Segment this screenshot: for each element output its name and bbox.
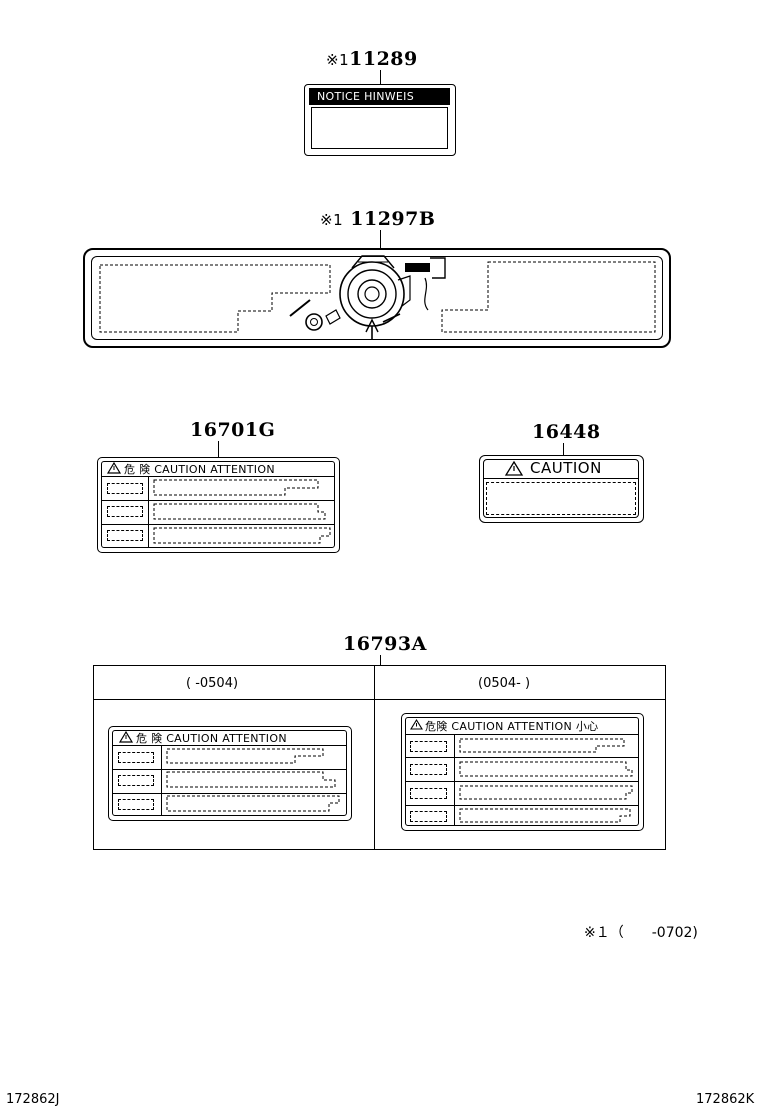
row-divider — [405, 734, 639, 735]
icon-placeholder — [410, 741, 447, 752]
icon-placeholder — [118, 752, 154, 763]
icon-placeholder — [107, 506, 143, 517]
part-number-11297B: ※1 11297B — [320, 208, 435, 230]
label-header-text: 危 険 CAUTION ATTENTION — [136, 732, 287, 745]
label-16793A-early: 危 険 CAUTION ATTENTION — [108, 726, 352, 821]
part-number-text: 16793A — [343, 633, 427, 655]
row-divider — [405, 757, 639, 758]
part-number-16793A: 16793A — [343, 633, 427, 655]
leader-line — [380, 230, 381, 248]
row-divider — [101, 524, 335, 525]
row-divider — [483, 478, 639, 479]
label-16701G: 危 険 CAUTION ATTENTION — [97, 457, 340, 553]
warning-triangle-icon — [410, 718, 423, 730]
warning-triangle-icon — [118, 730, 134, 743]
row-divider — [112, 769, 347, 770]
warning-triangle-icon — [106, 461, 122, 474]
label-header-text: 危 険 CAUTION ATTENTION — [124, 463, 275, 476]
leader-line — [380, 655, 381, 665]
column-header-left: ( -0504) — [186, 676, 239, 691]
label-inner-frame — [112, 730, 347, 816]
footnote: ※１（ -0702) — [584, 925, 698, 941]
column-divider — [148, 476, 149, 548]
leader-line — [563, 443, 564, 455]
icon-placeholder — [410, 764, 447, 775]
row-divider — [112, 793, 347, 794]
label-16448: CAUTION — [479, 455, 644, 523]
figure-code-right: 172862K — [696, 1092, 755, 1107]
icon-placeholder — [118, 799, 154, 810]
label-body — [311, 107, 448, 149]
text-placeholders — [459, 738, 633, 823]
text-placeholders — [153, 479, 331, 544]
row-divider — [405, 805, 639, 806]
icon-placeholder — [118, 775, 154, 786]
row-divider — [101, 500, 335, 501]
text-placeholder — [486, 482, 636, 515]
label-inner-frame — [405, 717, 639, 826]
note-mark: ※1 — [326, 51, 350, 69]
row-divider — [101, 476, 335, 477]
figure-code-left: 172862J — [6, 1092, 60, 1107]
leader-line — [380, 70, 381, 84]
label-header-bar — [309, 88, 450, 105]
icon-placeholder — [410, 788, 447, 799]
label-header-text: 危険 CAUTION ATTENTION 小心 — [425, 720, 599, 733]
label-inner-frame — [101, 461, 335, 548]
variant-table: ( -0504) (0504- ) — [93, 665, 666, 850]
table-column-divider — [374, 666, 375, 849]
part-number-11289: ※111289 — [326, 48, 418, 70]
warning-triangle-icon — [504, 460, 524, 476]
column-header-right: (0504- ) — [478, 676, 531, 691]
part-number-text: 11289 — [349, 48, 418, 70]
label-header-text: CAUTION — [530, 459, 602, 477]
column-divider — [454, 734, 455, 826]
table-header-divider — [94, 699, 665, 700]
part-number-text: 11297B — [350, 208, 436, 230]
icon-placeholder — [107, 530, 143, 541]
part-number-16448: 16448 — [532, 421, 601, 443]
label-header-text: NOTICE HINWEIS — [317, 90, 414, 103]
row-divider — [405, 781, 639, 782]
key-cylinder-icon — [289, 255, 446, 340]
part-number-16701G: 16701G — [190, 419, 275, 441]
part-number-text: 16701G — [190, 419, 276, 441]
note-mark: ※1 — [320, 211, 344, 229]
icon-placeholder — [410, 811, 447, 822]
column-divider — [161, 745, 162, 816]
part-number-text: 16448 — [532, 421, 601, 443]
text-placeholders — [166, 748, 340, 812]
leader-line — [218, 441, 219, 457]
row-divider — [112, 745, 347, 746]
label-16793A-late: 危険 CAUTION ATTENTION 小心 — [401, 713, 644, 831]
label-11289: NOTICE HINWEIS — [304, 84, 456, 156]
label-inner-frame — [483, 459, 639, 518]
icon-placeholder — [107, 483, 143, 494]
